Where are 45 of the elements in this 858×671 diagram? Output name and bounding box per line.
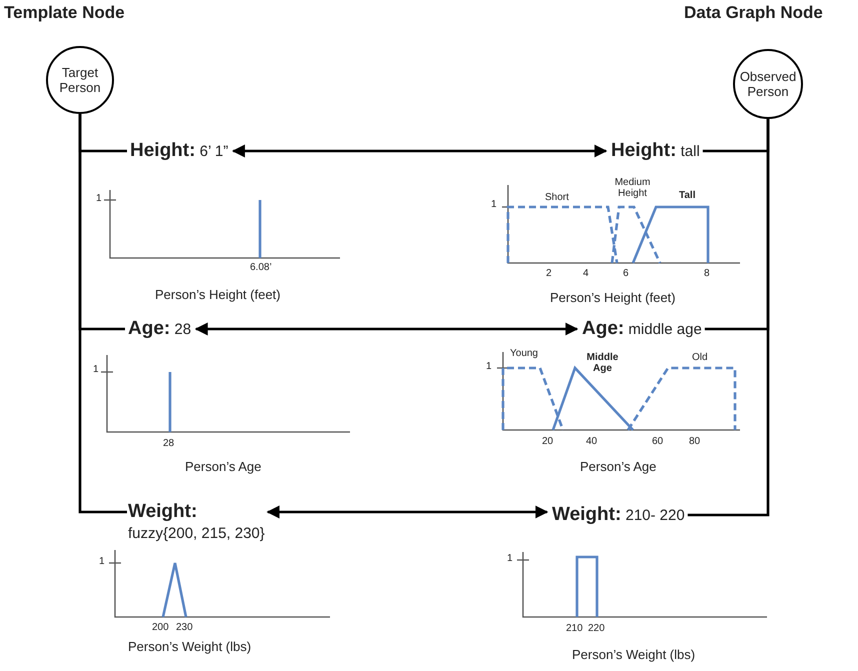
tick-label: 200 xyxy=(152,622,169,633)
connector-line xyxy=(688,119,770,516)
double-arrow xyxy=(232,144,608,158)
tick-label: 230 xyxy=(176,622,193,633)
attribute-label: Weight: 210- 220 xyxy=(550,503,687,527)
tick-label: 20 xyxy=(542,436,554,447)
tick-label: 1 xyxy=(486,361,492,372)
tick-label: 2 xyxy=(546,268,552,279)
tick-label: 210 xyxy=(566,623,583,634)
tick-label: 1 xyxy=(491,199,497,210)
curve-label: Medium Height xyxy=(614,177,652,199)
curve-label: Old xyxy=(692,352,708,363)
attribute-label: Height: 6’ 1” xyxy=(128,139,230,163)
node-circle: Observed Person xyxy=(733,49,803,119)
tick-label: 28 xyxy=(163,438,174,449)
curve-label: Middle Age xyxy=(586,352,620,374)
double-arrow xyxy=(194,322,578,336)
axis-title: Person’s Height (feet) xyxy=(550,290,676,305)
node-circle: Target Person xyxy=(46,46,114,114)
tick-label: 1 xyxy=(96,193,102,204)
tick-label: 1 xyxy=(99,556,105,567)
tick-label: 1 xyxy=(507,553,513,564)
tick-label: 1 xyxy=(93,364,99,375)
tick-label: 6 xyxy=(623,268,629,279)
curve-label: Short xyxy=(545,192,569,203)
tick-label: 220 xyxy=(588,623,605,634)
attribute-label: Height: tall xyxy=(609,139,702,163)
axis-title: Person’s Weight (lbs) xyxy=(572,647,696,662)
tick-label: 80 xyxy=(689,436,700,447)
axis-title: Person’s Height (feet) xyxy=(155,287,280,302)
curve-label: Tall xyxy=(679,190,696,201)
heading: Data Graph Node xyxy=(684,3,823,23)
double-arrow xyxy=(266,506,548,518)
tick-label: 8 xyxy=(704,268,710,279)
tick-label: 4 xyxy=(583,268,589,279)
tick-label: 6.08’ xyxy=(250,262,272,273)
axis-title: Person’s Age xyxy=(580,459,656,474)
tick-label: 60 xyxy=(652,436,664,447)
axis-title: Person’s Weight (lbs) xyxy=(128,639,252,654)
curve-label: Young xyxy=(510,348,538,359)
heading: Template Node xyxy=(4,3,125,23)
axis-title: Person’s Age xyxy=(185,459,262,474)
attribute-value: fuzzy{200, 215, 230} xyxy=(128,525,265,542)
connector-line xyxy=(78,114,127,514)
tick-label: 40 xyxy=(586,436,598,447)
